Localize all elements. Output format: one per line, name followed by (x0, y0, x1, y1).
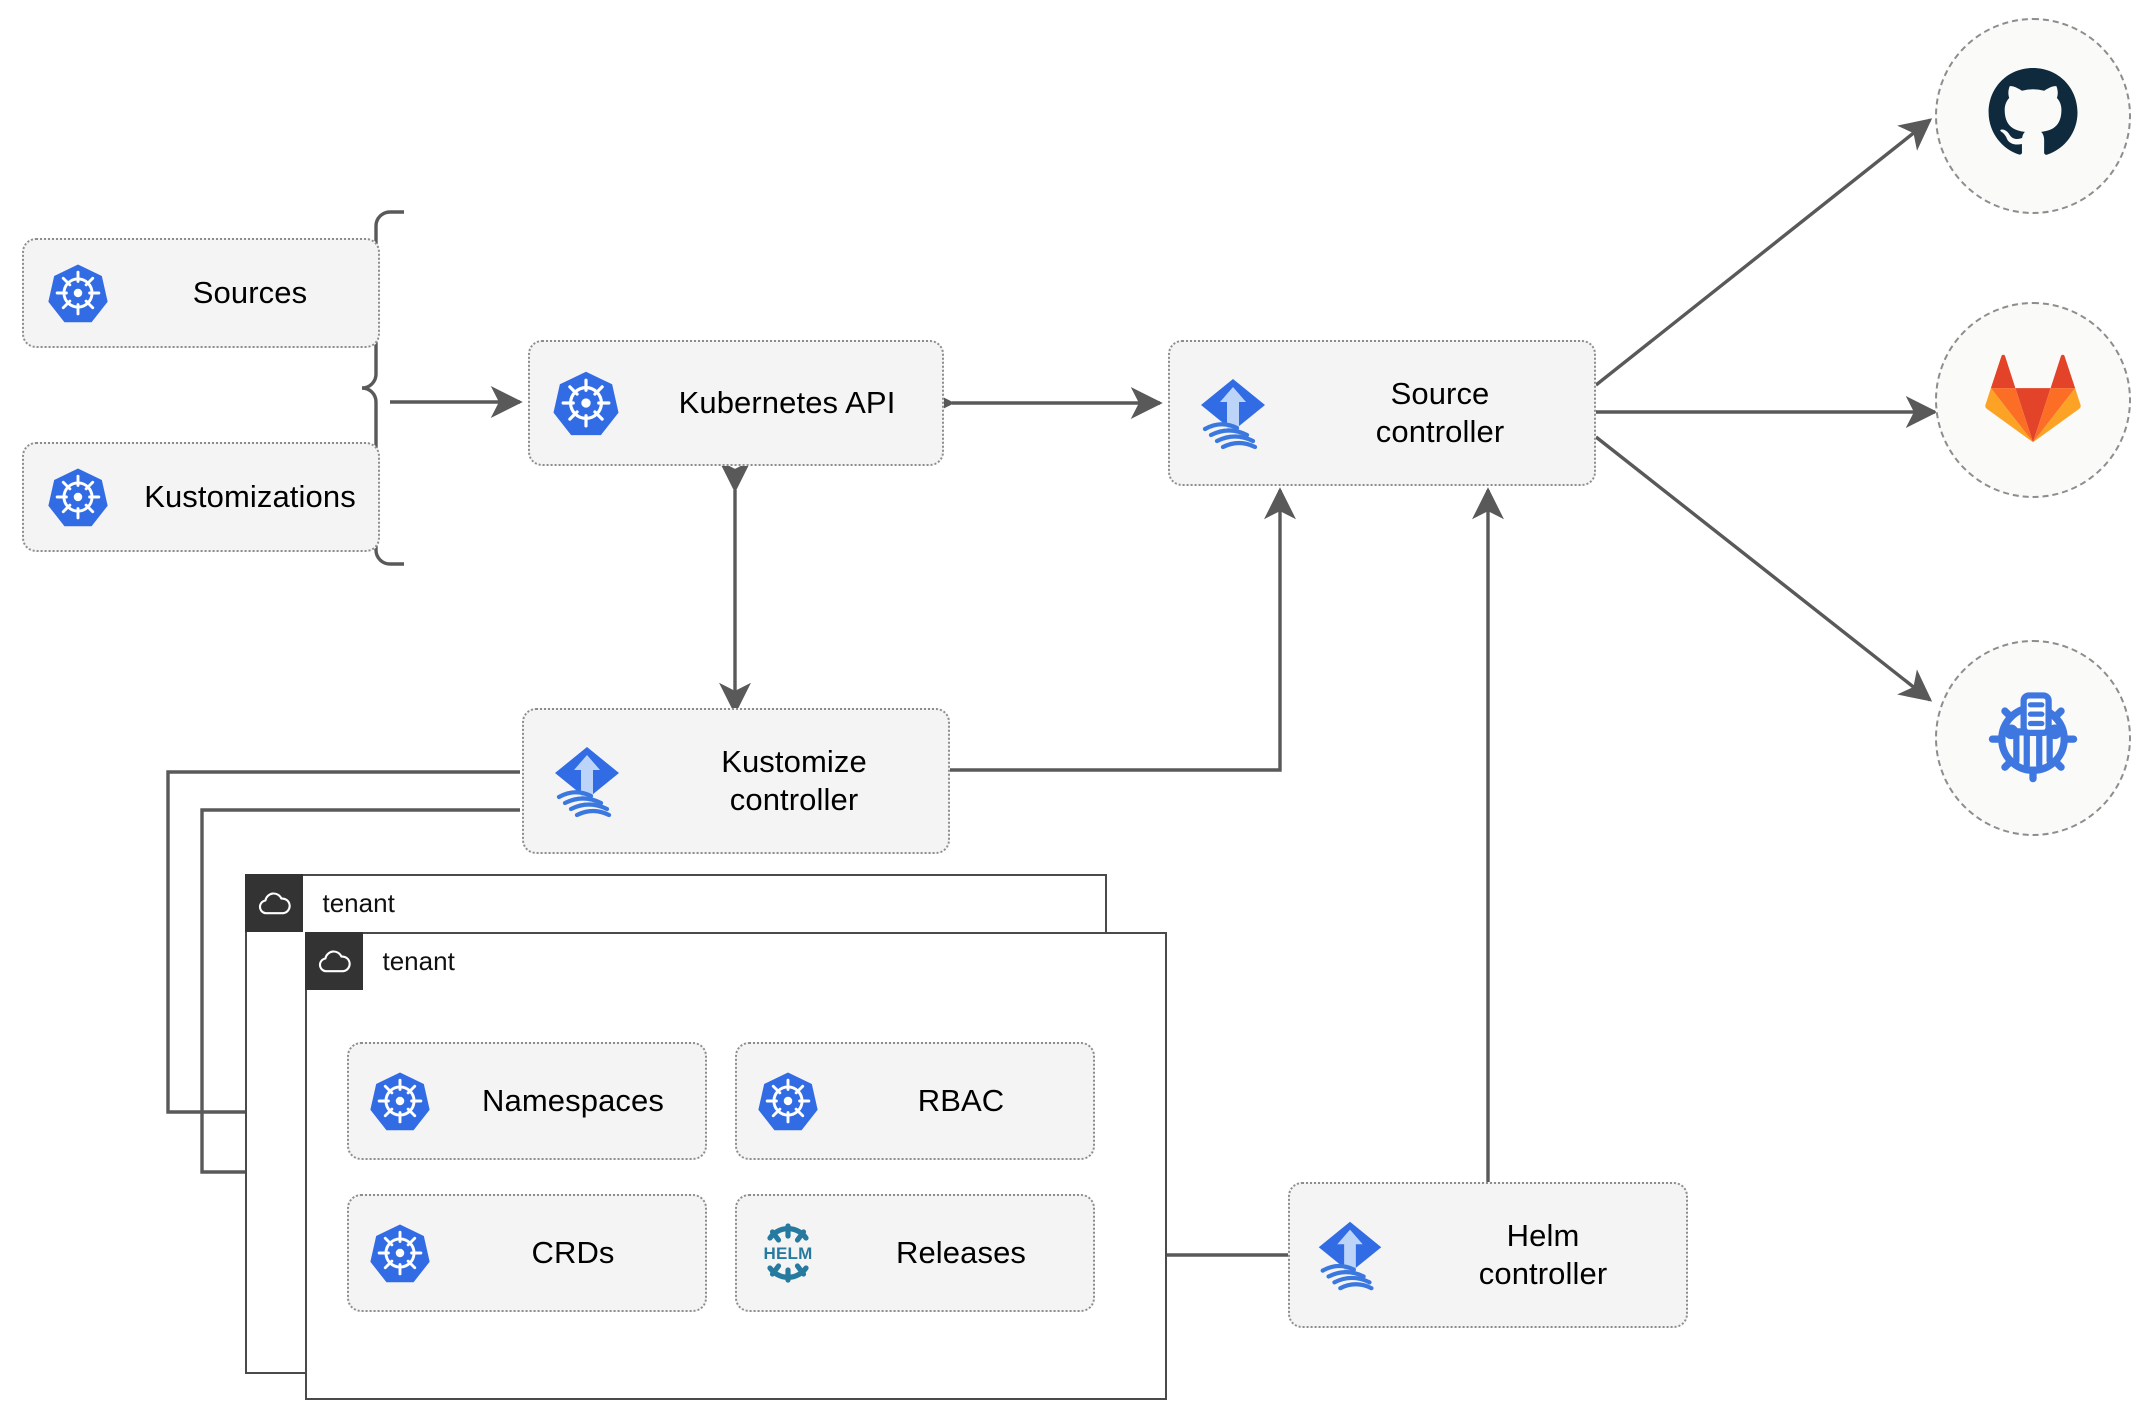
node-kubernetes-api-label: Kubernetes API (678, 385, 896, 421)
helm-chart-repository-icon (1981, 684, 2085, 793)
node-sources[interactable]: Sources (22, 238, 380, 348)
helm-icon: HELM (737, 1216, 839, 1290)
cloud-icon (304, 931, 363, 990)
tenant-back-header: tenant (244, 873, 395, 932)
kubernetes-icon (349, 1070, 451, 1132)
cloud-icon (244, 873, 303, 932)
flux-icon (524, 739, 650, 823)
node-kubernetes-api[interactable]: Kubernetes API (528, 340, 944, 466)
kubernetes-icon (737, 1070, 839, 1132)
node-kustomizations[interactable]: Kustomizations (22, 442, 380, 552)
node-namespaces[interactable]: Namespaces (347, 1042, 707, 1160)
tenant-back-label: tenant (322, 887, 395, 918)
flux-icon (1170, 371, 1296, 455)
flux-icon (1290, 1214, 1410, 1296)
node-crds[interactable]: CRDs (347, 1194, 707, 1312)
svg-text:HELM: HELM (764, 1244, 813, 1263)
node-releases-label: Releases (895, 1235, 1027, 1271)
github-icon (1985, 66, 2081, 167)
provider-helm-repository[interactable] (1935, 640, 2131, 836)
kubernetes-icon (349, 1222, 451, 1284)
node-rbac-label: RBAC (917, 1083, 1005, 1119)
provider-github[interactable] (1935, 18, 2131, 214)
kubernetes-icon (24, 262, 132, 324)
node-kustomizations-label: Kustomizations (144, 479, 356, 515)
node-releases[interactable]: HELM Releases (735, 1194, 1095, 1312)
kubernetes-icon (24, 466, 132, 528)
node-rbac[interactable]: RBAC (735, 1042, 1095, 1160)
gitlab-icon (1985, 350, 2081, 451)
tenant-front-label: tenant (382, 945, 455, 976)
node-crds-label: CRDs (531, 1235, 615, 1271)
node-namespaces-label: Namespaces (482, 1083, 664, 1119)
kubernetes-icon (530, 369, 642, 437)
tenant-front-header: tenant (304, 931, 455, 990)
tenant-box-front[interactable]: tenant Namespaces (304, 931, 1167, 1400)
provider-gitlab[interactable] (1935, 302, 2131, 498)
node-sources-label: Sources (192, 275, 308, 311)
